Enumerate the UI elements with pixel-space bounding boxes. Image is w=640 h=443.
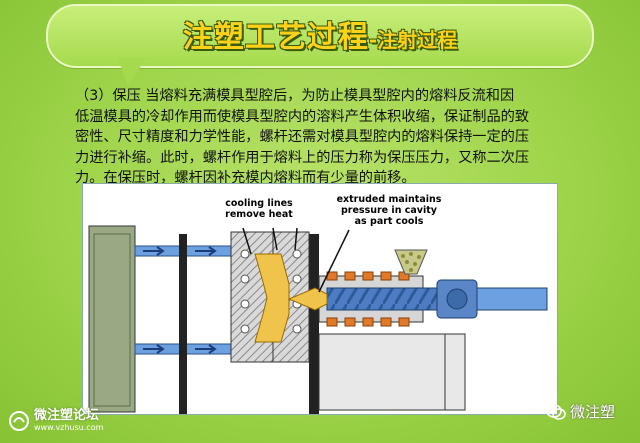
machine-base: [318, 333, 446, 411]
cooling-label-line2: remove heat: [225, 209, 293, 220]
arrow-icon: [195, 344, 217, 354]
wechat-label: 微注塑: [570, 403, 616, 421]
cabinet-panel: [93, 233, 131, 407]
hydraulic-cylinder: [476, 287, 548, 311]
pressure-label-line3: as part cools: [355, 216, 424, 227]
arrow-icon: [143, 246, 165, 256]
forum-logo-icon: [9, 410, 29, 431]
pressure-pointer-arrow: [318, 229, 350, 293]
moving-platen: [179, 234, 187, 414]
wechat-watermark: 微注塑: [546, 401, 615, 422]
cooling-label-line1: cooling lines: [225, 198, 293, 209]
diagram-svg: cooling lines remove heat extruded maint…: [88, 194, 548, 414]
machine-cabinet: [88, 225, 136, 413]
body-paragraph: （3）保压 当熔料充满模具型腔后，为防止模具型腔内的熔料反流和因 低温模具的冷却…: [75, 86, 595, 189]
title-banner: [46, 4, 594, 68]
machine-base-end: [444, 333, 466, 411]
title-banner-tail: [118, 58, 146, 86]
pressure-label-line2: pressure in cavity: [341, 205, 438, 216]
arrow-icon: [143, 344, 165, 354]
motor-hub: [446, 288, 468, 310]
forum-logo: 微注塑论坛 www.vzhusu.com: [8, 409, 103, 432]
cooling-pointer-arrows: [242, 227, 298, 255]
forum-name: 微注塑论坛: [34, 408, 100, 423]
paragraph-line: 密性、尺寸精度和力学性能，螺杆还需对模具型腔内的熔料保持一定的压: [75, 129, 530, 145]
title-main: 注塑工艺过程: [182, 20, 369, 55]
paragraph-line: 力进行补缩。此时，螺杆作用于熔料上的压力称为保压压力，又称二次压: [75, 149, 530, 166]
pressure-label-line1: extruded maintains: [337, 194, 442, 205]
paragraph-line: （3）保压 当熔料充满模具型腔后，为防止模具型腔内的熔料反流和因: [75, 88, 515, 104]
paragraph-line: 力。在保压时，螺杆因补充模内熔料而有少量的前移。: [75, 170, 416, 186]
slide-title: 注塑工艺过程-注射过程: [0, 12, 640, 56]
paragraph-line: 低温模具的冷却作用而使模具型腔内的溶料产生体积收缩，保证制品的致: [75, 108, 530, 125]
heater-bands: [326, 271, 410, 327]
hopper-pellets: [401, 252, 421, 272]
wechat-icon: [546, 403, 566, 420]
title-sub: -注射过程: [368, 28, 458, 52]
stationary-platen: [309, 234, 319, 414]
injection-molding-diagram: cooling lines remove heat extruded maint…: [82, 183, 558, 415]
nozzle-melt: [287, 287, 328, 311]
arrow-icon: [195, 246, 217, 256]
forum-url: www.vzhusu.com: [34, 423, 104, 432]
screw: [326, 287, 438, 311]
mold-cavity-part: [254, 253, 290, 343]
